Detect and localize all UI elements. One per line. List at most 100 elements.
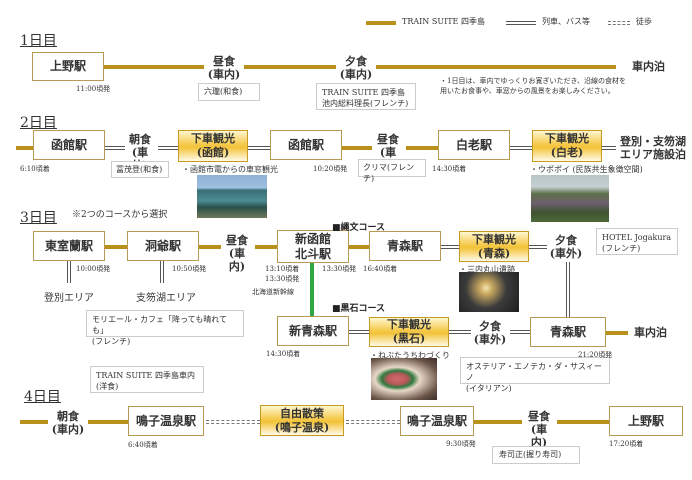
breakfast-label: 朝食 (車内) (50, 410, 86, 436)
depart-time: 21:20頃発 (578, 351, 613, 359)
depart-time: 10:00頃発 (76, 265, 111, 273)
station-hakodate: 函館駅 (33, 130, 105, 160)
lunch-label: 昼食 (車内) (523, 410, 555, 449)
day1-title: 1日目 (20, 33, 57, 49)
station-ueno: 上野駅 (32, 52, 104, 81)
shinkansen-line (310, 263, 314, 318)
train-bus-line (248, 146, 270, 150)
train-bus-line (160, 261, 164, 283)
train-line (243, 65, 336, 69)
lunch-note: クリマ(フレンチ) (358, 159, 426, 183)
photo-hakodate-tram (197, 175, 267, 218)
sightseeing-caption: ・ウポポイ (民族共生象徴空間) (530, 165, 643, 174)
depart-time: 13:30頃発 (265, 275, 300, 283)
station-higashimuroran: 東室蘭駅 (33, 231, 105, 261)
train-bus-line (349, 330, 369, 334)
end-overnight-train: 車内泊 (632, 60, 665, 73)
train-bus-line (441, 245, 459, 249)
sightseeing-aomori: 下車観光 (青森) (459, 231, 529, 262)
end-overnight-train: 車内泊 (634, 326, 667, 339)
train-line (376, 65, 616, 69)
walk-line (346, 420, 400, 424)
station-shiraoi: 白老駅 (438, 130, 510, 160)
sightseeing-shiraoi: 下車観光 (白老) (532, 130, 602, 162)
station-shinhakodate-hokuto: 新函館 北斗駅 (277, 230, 349, 263)
dinner-note: HOTEL Jogakura (フレンチ) (596, 228, 678, 255)
train-bus-line (67, 261, 71, 283)
sightseeing-caption: ・ねぶたうちわづくり (370, 351, 450, 360)
train-line (104, 65, 204, 69)
arrive-time: 17:20頃着 (609, 440, 644, 448)
legend-label-train-bus: 列車、バス等 (542, 17, 590, 26)
area-noboribetsu: 登別エリア (44, 293, 94, 304)
photo-nebuta-fan (371, 358, 437, 400)
train-bus-line (602, 146, 616, 150)
arrive-time: 6:10頃着 (20, 165, 50, 173)
legend-label-walk: 徒歩 (636, 17, 652, 26)
course-kuroishi-title: ■黒石コース (332, 304, 386, 314)
day4-title: 4日目 (24, 389, 61, 405)
train-line (406, 146, 438, 150)
lunch-label: 昼食 (車内) (221, 234, 253, 273)
legend-gold-line (366, 21, 396, 25)
day3-subtitle: ※2つのコースから選択 (72, 210, 168, 220)
sightseeing-hakodate: 下車観光 (函館) (178, 130, 248, 162)
train-bus-line (510, 330, 530, 334)
train-bus-line (158, 146, 178, 150)
breakfast-note: 冨茂登(和食) (111, 161, 169, 178)
train-line (349, 245, 369, 249)
arrive-time: 13:10頃着 (265, 265, 300, 273)
train-bus-line (510, 146, 532, 150)
sightseeing-kuroishi: 下車観光 (黒石) (369, 317, 449, 347)
station-aomori: 青森駅 (369, 231, 441, 261)
sightseeing-caption: ・函館市電からの車窓観光 (182, 165, 278, 174)
train-line (557, 420, 609, 424)
dinner-label: 夕食 (車外) (548, 234, 584, 260)
day1-remark: ・1日目は、車内でゆっくりお寛ぎいただき、沿線の食材を 用いたお食事や、車窓から… (440, 77, 626, 95)
train-line (474, 420, 522, 424)
area-shikotsu: 支笏湖エリア (136, 293, 196, 304)
breakfast-note: TRAIN SUITE 四季島車内 (洋食) (90, 366, 204, 393)
photo-upopoy (531, 175, 609, 222)
arrive-time: 14:30頃着 (432, 165, 467, 173)
train-bus-line (529, 245, 547, 249)
train-bus-line (449, 330, 471, 334)
train-line (16, 146, 34, 150)
depart-time: 10:50頃発 (172, 265, 207, 273)
day2-title: 2日目 (20, 115, 57, 131)
arrive-time: 6:40頃着 (128, 441, 158, 449)
train-line (606, 331, 628, 335)
station-name: 新函館 北斗駅 (294, 231, 331, 261)
day3-title: 3日目 (20, 210, 57, 226)
legend-dashed-line (608, 21, 630, 25)
end-hotel: 登別・支笏湖 エリア施設泊 (620, 135, 686, 161)
lunch-note: 六瓏(和食) (198, 83, 260, 101)
train-line (88, 420, 128, 424)
dinner-label: 夕食 (車外) (472, 320, 508, 346)
dinner-note: オステリア・エノテカ・ダ・サスィーノ (イタリアン) (460, 357, 610, 393)
legend-double-line (506, 21, 536, 25)
photo-sannai-maruyama (459, 272, 519, 312)
free-walk-naruko: 自由散策 (鳴子温泉) (260, 405, 344, 436)
station-toya: 洞爺駅 (127, 231, 199, 261)
station-naruko-onsen: 鳴子温泉駅 (128, 406, 204, 436)
arrive-time: 14:30頃着 (266, 350, 301, 358)
station-hakodate-2: 函館駅 (270, 130, 342, 160)
sightseeing-caption: ・三内丸山遺跡 (459, 265, 515, 274)
depart-time: 10:20頃発 (313, 165, 348, 173)
dinner-note: TRAIN SUITE 四季島 池内総料理長(フレンチ) (316, 83, 416, 110)
station-aomori-final: 青森駅 (530, 317, 606, 347)
train-bus-line (105, 146, 125, 150)
depart-time: 9:30頃発 (446, 440, 476, 448)
course-jomon-title: ■縄文コース (332, 223, 386, 233)
train-line (20, 420, 48, 424)
train-line (342, 146, 372, 150)
depart-time: 11:00頃発 (76, 85, 111, 93)
lunch-note: モリエール・カフェ「降っても晴れても」 (フレンチ) (86, 310, 244, 346)
lunch-label: 昼食 (車内) (204, 55, 244, 81)
walk-line (206, 420, 260, 424)
legend-label-train-suite: TRAIN SUITE 四季島 (402, 17, 485, 26)
train-bus-line (566, 262, 570, 318)
train-line (199, 245, 221, 249)
station-naruko-onsen-2: 鳴子温泉駅 (400, 406, 474, 436)
